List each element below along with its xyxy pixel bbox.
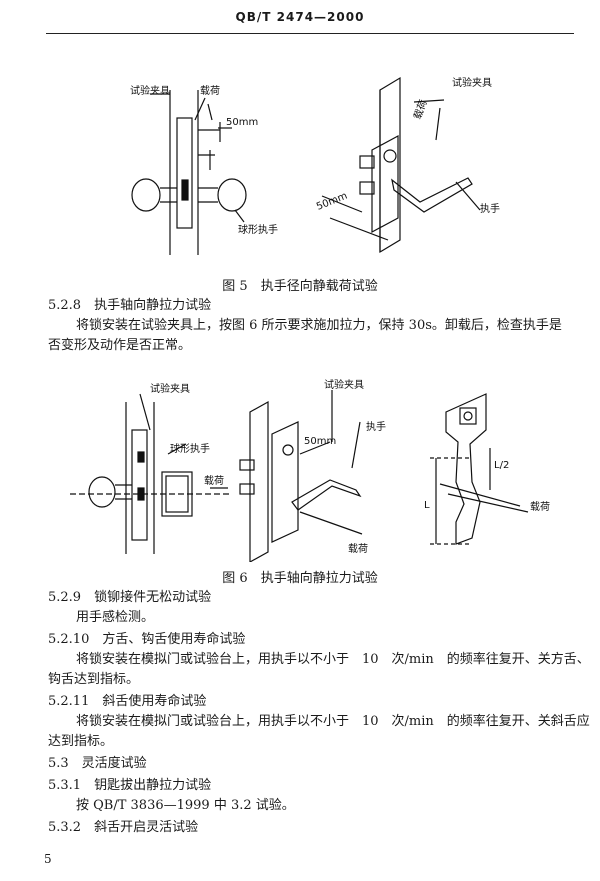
section-5-3-1-heading: 5.3.1 钥匙拔出静拉力试验 [48, 778, 212, 793]
fig6-knob-handle-label: 球形执手 [170, 442, 210, 455]
section-5-2-10-line2: 钩舌达到指标。 [48, 672, 140, 687]
section-5-2-10-line1: 将锁安装在模拟门或试验台上，用执手以不小于 10 次/min 的频率往复开、关方… [76, 652, 590, 667]
section-5-2-8-line2: 否变形及动作是否正常。 [48, 338, 192, 353]
fig5-load-label-left: 载荷 [200, 85, 220, 97]
fig5-distance-label-left: 50mm [226, 117, 258, 128]
page-number: 5 [44, 852, 52, 866]
section-5-2-11-heading: 5.2.11 斜舌使用寿命试验 [48, 694, 207, 709]
section-5-2-11-line1: 将锁安装在模拟门或试验台上，用执手以不小于 10 次/min 的频率往复开、关斜… [76, 714, 590, 729]
fig5-fixture-label-right: 试验夹具 [452, 76, 492, 89]
fig6-fixture-label-left: 试验夹具 [150, 382, 190, 395]
section-5-3-1-line1: 按 QB/T 3836—1999 中 3.2 试验。 [76, 798, 295, 813]
figure-6-drawing: 试验夹具 球形执手 载荷 试验夹具 执手 50mm 载荷 L/2 L 载荷 [70, 378, 550, 562]
fig6-load-label-mid: 载荷 [348, 543, 368, 555]
fig6-length-label: L [424, 500, 430, 511]
fig6-load-label-right: 载荷 [530, 501, 550, 513]
fig6-handle-label-mid: 执手 [366, 420, 386, 433]
figure-5-caption: 图 5 执手径向静载荷试验 [222, 279, 378, 294]
section-5-2-8-line1: 将锁安装在试验夹具上，按图 6 所示要求施加拉力，保持 30s。卸载后，检查执手… [76, 318, 562, 333]
figure-6: 试验夹具 球形执手 载荷 试验夹具 执手 50mm 载荷 L/2 L 载荷 [0, 372, 600, 562]
figure-5: 试验夹具 载荷 50mm 球形执手 试验夹具 载荷 50mm 执手 [0, 70, 600, 270]
header-rule [46, 33, 574, 34]
section-5-3-2-heading: 5.3.2 斜舌开启灵活试验 [48, 820, 199, 835]
section-5-2-9-heading: 5.2.9 锁铆接件无松动试验 [48, 590, 212, 605]
figure-6-caption: 图 6 执手轴向静拉力试验 [222, 571, 378, 586]
fig6-fixture-label-mid: 试验夹具 [324, 378, 364, 391]
fig6-half-length-label: L/2 [494, 460, 509, 471]
document-code: QB/T 2474—2000 [235, 10, 365, 24]
section-5-2-9-line1: 用手感检测。 [76, 610, 155, 625]
fig5-fixture-label-left: 试验夹具 [130, 84, 170, 97]
section-5-2-8-heading: 5.2.8 执手轴向静拉力试验 [48, 298, 212, 313]
fig6-load-label-left: 载荷 [204, 475, 224, 487]
fig5-distance-label-right: 50mm [315, 191, 349, 213]
fig5-lever-handle-label: 执手 [480, 202, 500, 215]
section-5-2-11-line2: 达到指标。 [48, 734, 114, 749]
section-5-3-heading: 5.3 灵活度试验 [48, 756, 147, 771]
fig5-knob-handle-label: 球形执手 [238, 223, 278, 236]
section-5-2-10-heading: 5.2.10 方舌、钩舌使用寿命试验 [48, 632, 246, 647]
figure-5-drawing: 试验夹具 载荷 50mm 球形执手 试验夹具 载荷 50mm 执手 [130, 76, 500, 255]
fig6-distance-label-mid: 50mm [304, 436, 336, 447]
